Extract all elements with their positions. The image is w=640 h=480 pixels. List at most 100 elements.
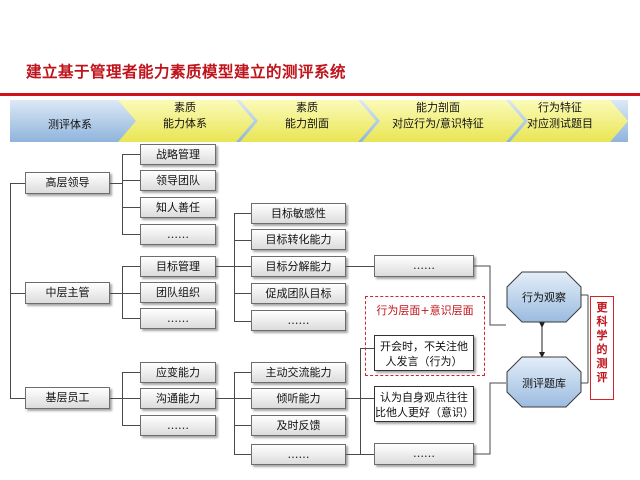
behavior-example-line2: 人发言（行为） xyxy=(385,355,463,368)
skill-base-more: …… xyxy=(140,415,216,436)
connector xyxy=(234,372,235,454)
profile-comm-more: …… xyxy=(251,444,346,465)
behavior-awareness-group xyxy=(365,296,485,376)
question-bank-label: 测评题库 xyxy=(522,377,566,390)
awareness-example: 认为自身观点往往 比他人更好（意识） xyxy=(374,386,474,422)
stage-label-1: 测评体系 xyxy=(48,118,92,131)
profile-timely-feedback: 及时反馈 xyxy=(251,415,346,436)
connector xyxy=(234,213,235,321)
stage-label-5-line2: 对应测试题目 xyxy=(527,117,593,130)
stage-label-4-line2: 对应行为/意识特征 xyxy=(392,117,484,130)
more-scientific-assessment: 更 科 学 的 测 评 xyxy=(590,296,614,400)
connector xyxy=(122,372,140,373)
page-title: 建立基于管理者能力素质模型建立的测评系统 xyxy=(26,63,347,81)
connector xyxy=(10,398,25,399)
skill-goal-management: 目标管理 xyxy=(140,256,216,277)
chevron-stage-3 xyxy=(240,100,376,142)
behavior-awareness-label: 行为层面+意识层面 xyxy=(376,304,474,317)
profile-listening: 倾听能力 xyxy=(251,388,346,409)
connector xyxy=(234,266,251,267)
connector xyxy=(122,180,140,181)
observe-label: 行为观察 xyxy=(522,291,566,304)
connector xyxy=(234,321,251,322)
behavior-more-top: …… xyxy=(374,255,474,277)
connector xyxy=(216,398,234,399)
behavior-example: 开会时，不关注他 人发言（行为） xyxy=(374,335,474,371)
connector xyxy=(110,183,122,184)
vertical-char: 科 xyxy=(596,315,608,328)
question-bank-octagon xyxy=(506,356,582,408)
connector xyxy=(10,183,25,184)
chevron-stage-2 xyxy=(118,100,254,142)
connector xyxy=(346,266,374,267)
vertical-char: 评 xyxy=(596,371,608,384)
skill-know-people: 知人善任 xyxy=(140,197,216,218)
chevron-stage-5 xyxy=(510,100,628,142)
chevron-stage-4 xyxy=(362,100,524,142)
connector xyxy=(122,398,140,399)
stage-label-2-line2: 能力体系 xyxy=(163,117,207,130)
connector xyxy=(474,265,506,326)
connector xyxy=(122,154,123,234)
right-connectors xyxy=(474,265,589,455)
skill-strategy: 战略管理 xyxy=(140,144,216,165)
skill-adaptability: 应变能力 xyxy=(140,362,216,383)
skill-senior-more: …… xyxy=(140,224,216,245)
process-chevron-bar xyxy=(10,100,628,142)
level-middle: 中层主管 xyxy=(25,282,110,304)
connector xyxy=(234,398,251,399)
profile-goal-sensitivity: 目标敏感性 xyxy=(251,203,346,224)
connector xyxy=(122,234,140,235)
skill-communication: 沟通能力 xyxy=(140,388,216,409)
behavior-example-line1: 开会时，不关注他 xyxy=(380,340,468,353)
stage-label-3-line2: 能力剖面 xyxy=(285,117,329,130)
connector xyxy=(122,293,140,294)
connector xyxy=(122,266,140,267)
level-base: 基层员工 xyxy=(25,387,110,409)
vertical-char: 的 xyxy=(596,343,608,356)
profile-proactive-communication: 主动交流能力 xyxy=(251,362,346,383)
connector xyxy=(122,154,140,155)
level-senior: 高层领导 xyxy=(25,172,110,194)
connector xyxy=(122,318,140,319)
connector xyxy=(110,293,122,294)
connector xyxy=(234,454,251,455)
connector xyxy=(474,382,506,455)
vertical-char: 测 xyxy=(596,357,608,370)
connector xyxy=(346,454,374,455)
connector xyxy=(234,293,251,294)
title-divider xyxy=(0,93,640,96)
connector xyxy=(216,266,234,267)
skill-lead-team: 领导团队 xyxy=(140,170,216,191)
connector xyxy=(122,425,140,426)
vertical-char: 更 xyxy=(596,301,608,314)
stage-label-2-line1: 素质 xyxy=(174,101,196,114)
vertical-char: 学 xyxy=(596,329,608,342)
skill-middle-more: …… xyxy=(140,308,216,329)
connector xyxy=(234,213,251,214)
connector xyxy=(234,372,251,373)
stage-label-4-line1: 能力剖面 xyxy=(416,101,460,114)
behavior-more-bottom: …… xyxy=(374,443,474,465)
connector xyxy=(122,266,123,318)
observe-octagon xyxy=(506,271,582,323)
connector xyxy=(360,348,361,454)
awareness-example-line1: 认为自身观点往往 xyxy=(380,391,468,404)
connector xyxy=(234,240,251,241)
stage-label-5-line1: 行为特征 xyxy=(538,101,582,114)
profile-goal-decomposition: 目标分解能力 xyxy=(251,256,346,277)
profile-team-goal: 促成团队目标 xyxy=(251,283,346,304)
connector xyxy=(110,398,122,399)
awareness-example-line2: 比他人更好（意识） xyxy=(375,406,474,419)
profile-goal-more: …… xyxy=(251,310,346,331)
connector xyxy=(360,398,374,399)
connector xyxy=(346,398,360,399)
connector xyxy=(122,207,140,208)
profile-goal-conversion: 目标转化能力 xyxy=(251,229,346,250)
connector xyxy=(360,348,374,349)
connector xyxy=(234,425,251,426)
connector xyxy=(10,293,25,294)
connector-trunk xyxy=(10,183,11,398)
skill-team-organization: 团队组织 xyxy=(140,282,216,303)
stage-label-3-line1: 素质 xyxy=(296,101,318,114)
